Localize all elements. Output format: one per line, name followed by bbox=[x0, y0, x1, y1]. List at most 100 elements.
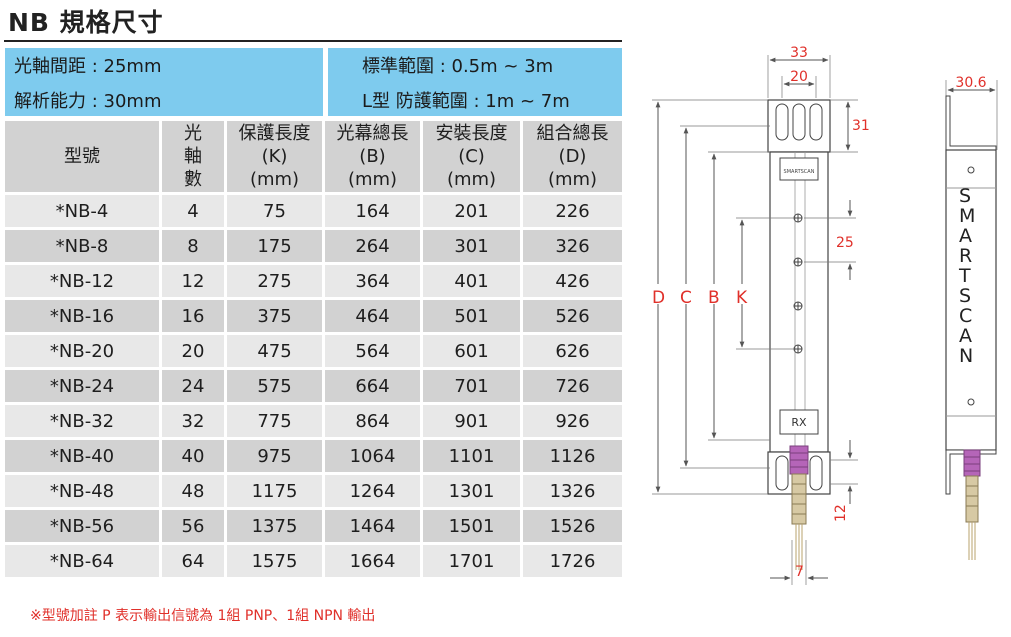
table-cell: 226 bbox=[523, 195, 622, 230]
standard-range-text: 標準範圍 : 0.5m ~ 3m bbox=[362, 56, 554, 77]
table-cell: *NB-40 bbox=[5, 440, 162, 475]
table-cell: 1175 bbox=[227, 475, 325, 510]
page-title: NB 規格尺寸 bbox=[8, 8, 164, 37]
table-cell: 16 bbox=[162, 300, 227, 335]
header-protect-length: 保護長度 (K) (mm) bbox=[227, 121, 325, 195]
table-cell: 1101 bbox=[423, 440, 523, 475]
table-cell: 1575 bbox=[227, 545, 325, 580]
table-cell: *NB-8 bbox=[5, 230, 162, 265]
table-cell: 864 bbox=[325, 405, 423, 440]
table-cell: 64 bbox=[162, 545, 227, 580]
table-cell: 1701 bbox=[423, 545, 523, 580]
table-cell: 664 bbox=[325, 370, 423, 405]
table-cell: 464 bbox=[325, 300, 423, 335]
table-cell: 475 bbox=[227, 335, 325, 370]
table-cell: 701 bbox=[423, 370, 523, 405]
dim-label-d: D bbox=[652, 288, 665, 308]
table-cell: 501 bbox=[423, 300, 523, 335]
table-cell: 75 bbox=[227, 195, 325, 230]
table-cell: 164 bbox=[325, 195, 423, 230]
svg-text:A: A bbox=[959, 225, 972, 247]
table-cell: 175 bbox=[227, 230, 325, 265]
brand-plate bbox=[779, 157, 819, 181]
table-header-row: 型號 光 軸 數 保護長度 (K) (mm) 光幕總長 (B) (mm) 安裝長… bbox=[5, 121, 622, 195]
table-cell: 901 bbox=[423, 405, 523, 440]
table-cell: *NB-12 bbox=[5, 265, 162, 300]
l-type-range-text: L型 防護範圍 : 1m ~ 7m bbox=[362, 91, 570, 112]
table-cell: 20 bbox=[162, 335, 227, 370]
spec-table: 型號 光 軸 數 保護長度 (K) (mm) 光幕總長 (B) (mm) 安裝長… bbox=[5, 121, 622, 580]
side-view: 30.6 S M A R T S C A N bbox=[945, 75, 998, 560]
table-cell: 1526 bbox=[523, 510, 622, 545]
svg-text:S: S bbox=[959, 285, 971, 307]
table-cell: 364 bbox=[325, 265, 423, 300]
header-curtain-length: 光幕總長 (B) (mm) bbox=[325, 121, 423, 195]
table-cell: 626 bbox=[523, 335, 622, 370]
table-cell: 275 bbox=[227, 265, 325, 300]
side-bracket-top bbox=[945, 95, 997, 151]
table-cell: 56 bbox=[162, 510, 227, 545]
table-cell: *NB-4 bbox=[5, 195, 162, 230]
cable-gland bbox=[791, 473, 807, 525]
table-cell: 1126 bbox=[523, 440, 622, 475]
table-cell: 1375 bbox=[227, 510, 325, 545]
table-cell: 726 bbox=[523, 370, 622, 405]
axis-pitch-text: 光軸間距 : 25mm bbox=[14, 56, 162, 77]
rx-plate bbox=[779, 409, 819, 435]
table-cell: 526 bbox=[523, 300, 622, 335]
bracket-slot-left bbox=[775, 103, 789, 141]
table-cell: 1726 bbox=[523, 545, 622, 580]
side-cable-gland bbox=[965, 475, 979, 523]
dim-label-b: B bbox=[708, 288, 720, 308]
table-cell: *NB-32 bbox=[5, 405, 162, 440]
table-cell: 1664 bbox=[325, 545, 423, 580]
dim-25: 25 bbox=[836, 235, 854, 251]
dim-30-6: 30.6 bbox=[955, 75, 986, 91]
table-cell: *NB-24 bbox=[5, 370, 162, 405]
rx-label: RX bbox=[791, 416, 807, 429]
table-cell: 401 bbox=[423, 265, 523, 300]
table-cell: 301 bbox=[423, 230, 523, 265]
info-box-right: 標準範圍 : 0.5m ~ 3m L型 防護範圍 : 1m ~ 7m bbox=[328, 48, 622, 116]
table-cell: *NB-48 bbox=[5, 475, 162, 510]
side-brand-letters: S M A R T S C A N bbox=[958, 185, 975, 367]
title-underline bbox=[4, 40, 622, 42]
side-body bbox=[945, 149, 997, 451]
side-connector bbox=[963, 449, 981, 477]
resolution-text: 解析能力 : 30mm bbox=[14, 91, 162, 112]
table-cell: 426 bbox=[523, 265, 622, 300]
svg-text:A: A bbox=[959, 325, 972, 347]
svg-text:C: C bbox=[959, 305, 972, 327]
table-cell: *NB-56 bbox=[5, 510, 162, 545]
table-cell: 775 bbox=[227, 405, 325, 440]
table-cell: 201 bbox=[423, 195, 523, 230]
bracket-slot-right bbox=[809, 103, 823, 141]
svg-text:T: T bbox=[958, 265, 971, 287]
dim-7: 7 bbox=[795, 564, 804, 580]
table-cell: 48 bbox=[162, 475, 227, 510]
bracket-slot-middle bbox=[792, 103, 806, 141]
table-cell: 4 bbox=[162, 195, 227, 230]
table-cell: 8 bbox=[162, 230, 227, 265]
header-axis-count: 光 軸 數 bbox=[162, 121, 227, 195]
dimension-drawing: SMARTSCAN RX 33 20 31 bbox=[652, 45, 998, 585]
dim-12: 12 bbox=[833, 504, 849, 522]
svg-text:R: R bbox=[959, 245, 972, 267]
table-cell: 1264 bbox=[325, 475, 423, 510]
svg-text:M: M bbox=[959, 205, 975, 227]
top-bracket bbox=[767, 99, 831, 153]
table-cell: *NB-64 bbox=[5, 545, 162, 580]
dim-33: 33 bbox=[790, 45, 808, 61]
mini-brand-text: SMARTSCAN bbox=[784, 169, 815, 175]
table-cell: 264 bbox=[325, 230, 423, 265]
info-box-left: 光軸間距 : 25mm 解析能力 : 30mm bbox=[5, 48, 323, 116]
header-total-length: 組合總長 (D) (mm) bbox=[523, 121, 622, 195]
